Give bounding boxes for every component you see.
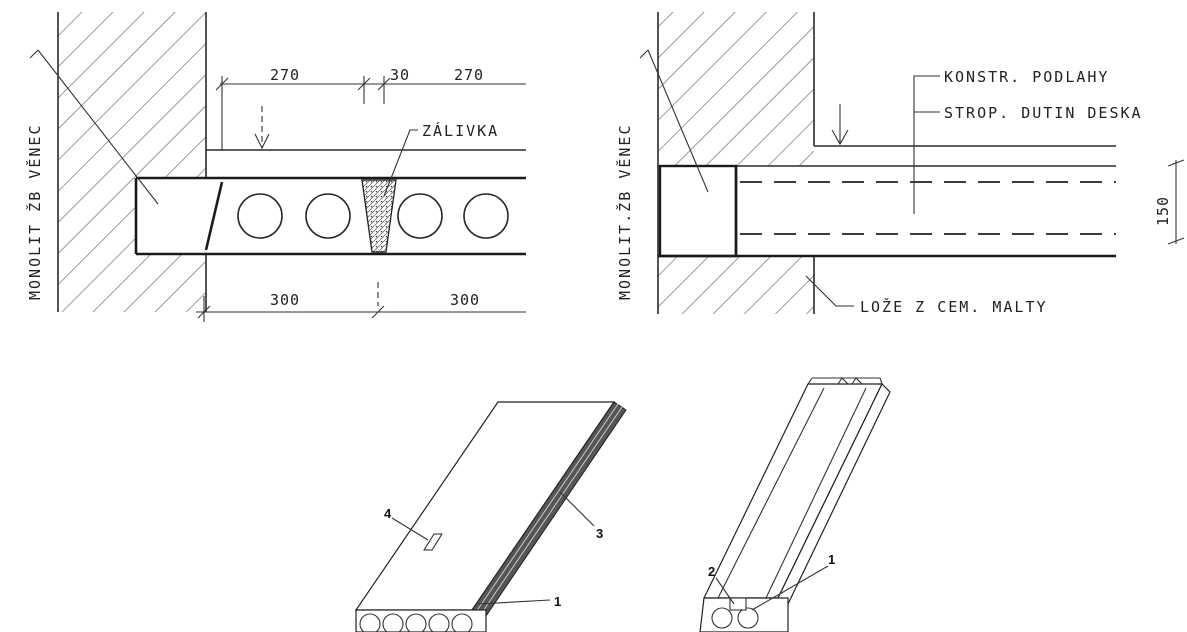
dim-height-150: 150 — [1154, 196, 1172, 226]
callout-1-left: 1 — [554, 594, 561, 609]
callout-2: 2 — [708, 564, 715, 579]
right-section-detail — [639, 12, 1185, 314]
callout-4: 4 — [384, 506, 392, 521]
callout-1-right: 1 — [828, 552, 835, 567]
isometric-beam — [699, 377, 891, 632]
grout-label: ZÁLIVKA — [422, 121, 499, 140]
isometric-hollow-slab — [354, 401, 627, 632]
hollow-core — [397, 193, 443, 239]
dim-top-270-a: 270 — [270, 66, 300, 84]
slab-top-face — [354, 401, 616, 611]
dim-bottom-300-b: 300 — [450, 291, 480, 309]
wall-hatch-left — [58, 12, 206, 312]
hollow-slab-label: STROP. DUTIN DESKA — [944, 104, 1143, 122]
dim-top-270-b: 270 — [454, 66, 484, 84]
floor-structure-label: KONSTR. PODLAHY — [944, 68, 1109, 86]
grout-joint — [361, 179, 397, 253]
ring-beam-label-right: MONOLIT.ŽB VĚNEC — [615, 124, 634, 301]
hollow-core — [305, 193, 351, 239]
hollow-core — [463, 193, 509, 239]
wall-hatch-right — [658, 12, 814, 314]
left-section-detail — [29, 12, 526, 322]
ring-beam-label-left: MONOLIT ŽB VĚNEC — [25, 124, 44, 301]
hollow-core — [237, 193, 283, 239]
callout-3: 3 — [596, 526, 603, 541]
mortar-bed-label: LOŽE Z CEM. MALTY — [860, 297, 1048, 316]
dim-bottom-300-a: 300 — [270, 291, 300, 309]
dim-top-30: 30 — [390, 66, 410, 84]
marking-plate — [423, 533, 443, 551]
